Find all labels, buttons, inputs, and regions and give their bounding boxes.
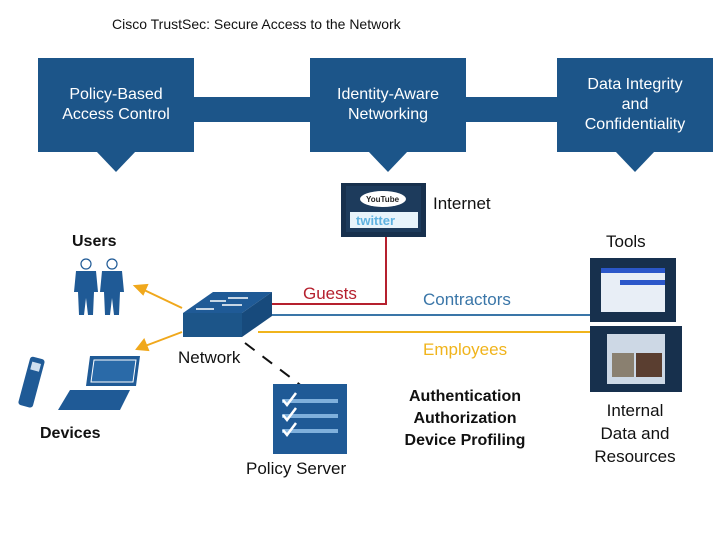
laptop-icon — [58, 356, 140, 410]
pillar-policy-based-access-control: Policy-Based Access Control — [38, 58, 194, 152]
policy-server-link — [244, 342, 304, 388]
pillar-identity-aware-networking: Identity-Aware Networking — [310, 58, 466, 152]
arrow-to-users — [132, 283, 183, 309]
service-device-profiling: Device Profiling — [404, 432, 526, 449]
employees-label: Employees — [423, 340, 508, 359]
network-label: Network — [178, 348, 241, 367]
devices-label: Devices — [40, 425, 101, 442]
services-list: Authentication Authorization Device Prof… — [380, 386, 550, 452]
guests-link — [272, 236, 387, 305]
phone-icon — [18, 356, 45, 408]
pillar-label: Identity-Aware Networking — [337, 86, 439, 123]
pillar-pointer — [96, 151, 136, 172]
tools-label: Tools — [606, 232, 646, 251]
policy-server-label: Policy Server — [246, 459, 347, 478]
network-switch-icon — [183, 292, 272, 337]
contractors-label: Contractors — [423, 290, 511, 309]
users-icon — [74, 258, 124, 315]
pillar-pointer — [615, 151, 655, 172]
internal-resources-label: Internal Data and Resources — [594, 401, 676, 466]
policy-server-icon — [273, 384, 347, 454]
service-authentication: Authentication — [409, 388, 521, 405]
pillar-data-integrity: Data Integrity and Confidentiality — [557, 58, 713, 152]
pillar-label: Data Integrity and Confidentiality — [584, 76, 686, 133]
twitter-logo: twitter — [356, 213, 395, 228]
internal-resources-screen-icon — [590, 326, 682, 392]
internet-label: Internet — [433, 194, 491, 213]
arrow-to-devices — [135, 331, 183, 352]
youtube-logo: YouTube — [366, 195, 400, 204]
diagram-title: Cisco TrustSec: Secure Access to the Net… — [112, 16, 401, 32]
internet-icon: YouTube twitter — [341, 183, 426, 237]
tools-screen-icon — [590, 258, 676, 322]
service-authorization: Authorization — [413, 410, 517, 427]
users-label: Users — [72, 233, 117, 250]
guests-label: Guests — [303, 284, 357, 303]
pillar-pointer — [368, 151, 408, 172]
pillar-label: Policy-Based Access Control — [62, 86, 170, 123]
